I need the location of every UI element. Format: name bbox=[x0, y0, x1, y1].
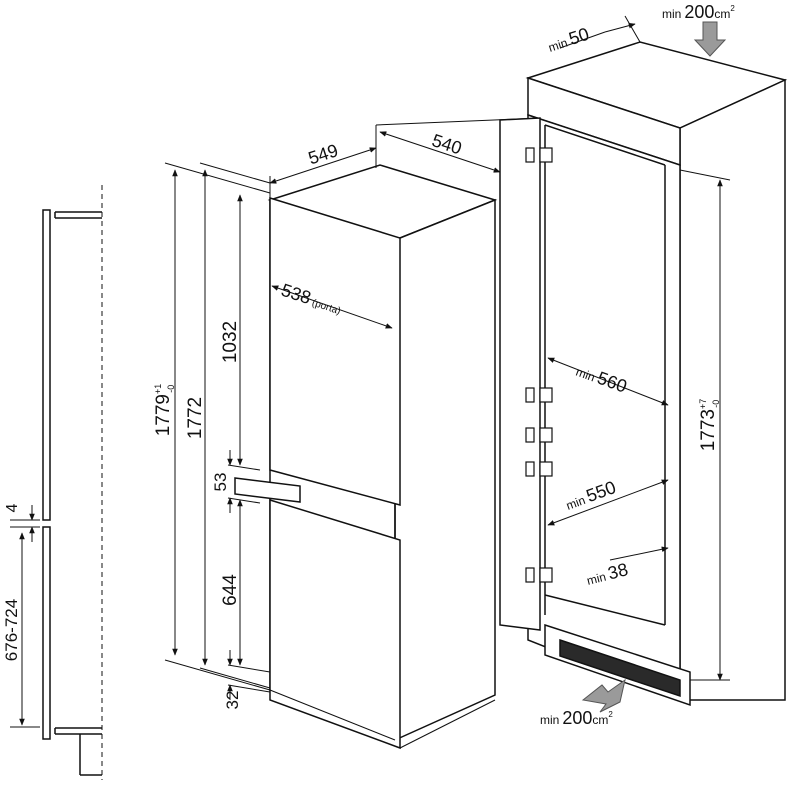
total-height-value: 1779 bbox=[153, 394, 174, 436]
hinge-icon bbox=[525, 147, 535, 163]
appliance-body bbox=[234, 164, 498, 750]
vent-arrows bbox=[581, 21, 727, 713]
rear-gap-value: 50 bbox=[566, 24, 591, 49]
total-height-1779-label: 1779+1-0 bbox=[153, 384, 176, 437]
upper-door-1032-label: 1032 bbox=[220, 321, 241, 363]
hinge-icon bbox=[525, 427, 535, 443]
vent-arrow-top-icon bbox=[693, 21, 727, 57]
area-exp: 2 bbox=[608, 710, 613, 719]
niche-depth-min-560-label: min560 bbox=[574, 360, 630, 397]
depth-549-label: 549 bbox=[306, 140, 341, 168]
min-text: min bbox=[662, 7, 681, 21]
gap-53-label: 53 bbox=[211, 473, 230, 492]
niche-height-value: 1773 bbox=[698, 409, 719, 451]
side-gap-label: 4 bbox=[4, 503, 21, 512]
total-height-tol-plus: +1 bbox=[153, 384, 163, 394]
total-height-tol-minus: -0 bbox=[166, 385, 176, 393]
side-depth-min-38-label: min38 bbox=[584, 559, 630, 589]
side-depth-value: 38 bbox=[606, 559, 630, 583]
niche-dimension-lines bbox=[547, 15, 731, 681]
bottom-32-label: 32 bbox=[223, 691, 242, 710]
niche-height-1773-label: 1773+7-0 bbox=[698, 399, 721, 452]
side-dimension-lines bbox=[10, 505, 40, 728]
min-text: min bbox=[547, 36, 570, 55]
width-540-label: 540 bbox=[429, 130, 464, 158]
vent-arrow-bottom-icon bbox=[581, 678, 626, 713]
body-height-1772-label: 1772 bbox=[185, 397, 206, 439]
niche-height-tol-minus: -0 bbox=[711, 400, 721, 408]
lower-door-644-label: 644 bbox=[220, 574, 241, 606]
area-unit: cm bbox=[592, 713, 608, 727]
hinge-icon bbox=[525, 387, 535, 403]
area-unit: cm bbox=[714, 7, 730, 21]
min-text: min bbox=[564, 493, 587, 513]
niche-height-tol-plus: +7 bbox=[698, 399, 708, 409]
hinge-icon bbox=[525, 567, 535, 583]
hinge-icon bbox=[525, 461, 535, 477]
area-exp: 2 bbox=[730, 4, 735, 13]
side-door-range-label: 676-724 bbox=[2, 599, 21, 661]
min-text: min bbox=[540, 713, 559, 727]
upper-door bbox=[269, 196, 401, 506]
rear-gap-min-50-label: min50 bbox=[545, 24, 591, 56]
vent-area-top-value: 200 bbox=[684, 2, 714, 22]
lower-door bbox=[269, 498, 401, 750]
handle-recess bbox=[234, 477, 301, 503]
min-text: min bbox=[585, 570, 607, 588]
appliance-height-dimensions bbox=[164, 162, 271, 700]
min-text: min bbox=[574, 365, 597, 385]
side-section-view bbox=[42, 185, 103, 780]
vent-area-bottom-value: 200 bbox=[562, 708, 592, 728]
